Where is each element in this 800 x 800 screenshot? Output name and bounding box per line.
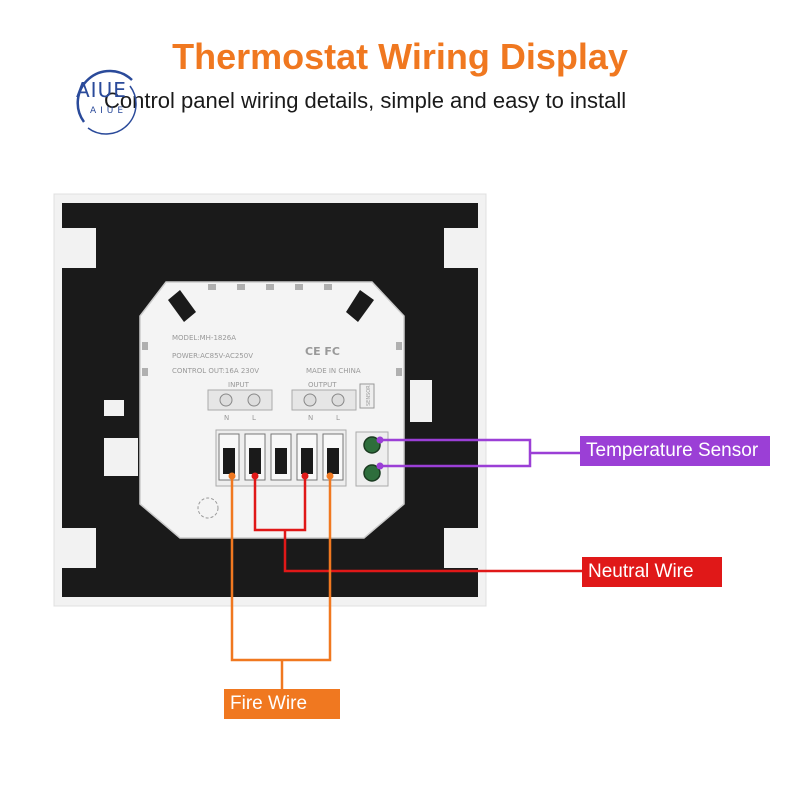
page-title: Thermostat Wiring Display xyxy=(172,36,628,77)
model-text: MODEL:MH-1826A xyxy=(172,334,236,342)
input-label: INPUT xyxy=(228,381,250,389)
neutral-point-left xyxy=(251,472,259,480)
neutral-wire-label: Neutral Wire xyxy=(582,557,722,587)
fire-wire-label: Fire Wire xyxy=(224,689,340,719)
power-text: POWER:AC85V-AC250V xyxy=(172,352,253,360)
watermark-subtext: AIUE xyxy=(90,106,128,116)
upper-terminal-block xyxy=(207,389,357,411)
corner-clip-right xyxy=(346,290,374,322)
watermark-logo xyxy=(76,69,137,135)
fire-point-right xyxy=(326,472,334,480)
sensor-side-label: SENSOR xyxy=(366,385,372,406)
temperature-sensor-label: Temperature Sensor xyxy=(580,436,770,466)
input-terminal-l: L xyxy=(252,414,256,422)
fire-point-left xyxy=(228,472,236,480)
output-terminal-n: N xyxy=(308,414,313,422)
neutral-point-right xyxy=(301,472,309,480)
sensor-point-top xyxy=(376,436,384,444)
lower-terminal-block xyxy=(215,429,347,487)
fire-wire-lines xyxy=(230,476,332,689)
output-label: OUTPUT xyxy=(308,381,337,389)
sensor-terminals xyxy=(355,431,389,487)
corner-clip-left xyxy=(168,290,196,322)
page-subtitle: Control panel wiring details, simple and… xyxy=(104,88,627,113)
output-terminal-l: L xyxy=(336,414,340,422)
made-in-text: MADE IN CHINA xyxy=(306,367,361,375)
mounting-tabs xyxy=(62,228,478,568)
sensor-point-bottom xyxy=(376,462,384,470)
control-out-text: CONTROL OUT:16A 230V xyxy=(172,367,259,375)
temperature-sensor-wires xyxy=(380,438,580,468)
certification-marks: CE FC xyxy=(305,345,340,358)
reset-hole xyxy=(197,497,219,519)
neutral-wire-lines xyxy=(253,476,582,573)
watermark-text: AIUE xyxy=(76,78,127,102)
input-terminal-n: N xyxy=(224,414,229,422)
vent-slots xyxy=(142,284,402,376)
